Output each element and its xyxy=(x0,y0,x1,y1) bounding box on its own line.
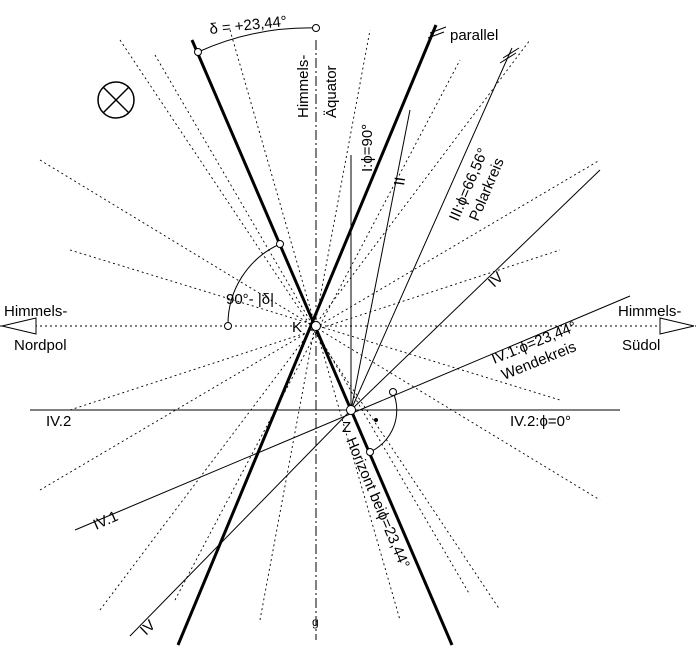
arrow-right-icon xyxy=(659,317,695,335)
k-label: K xyxy=(292,319,302,336)
himmels-aequator-label-2: Äquator xyxy=(323,65,340,118)
arcs xyxy=(197,27,398,453)
four-label: IV xyxy=(485,269,507,291)
iv-bottom-label: IV xyxy=(137,617,159,639)
angle-label: 90°- |δ| xyxy=(226,291,274,308)
phi90-label: I:ϕ=90° xyxy=(359,124,376,172)
delta-label: δ = +23,44° xyxy=(209,13,288,38)
dotted-rays-k xyxy=(0,29,696,621)
two-label: II xyxy=(391,176,409,187)
observer-symbol-icon xyxy=(97,81,135,119)
g-label: g xyxy=(312,615,319,629)
parallel-label: parallel xyxy=(450,27,498,44)
parallel-marks xyxy=(427,26,520,64)
z-label: Z xyxy=(342,419,351,436)
himmels-aequator-label-1: Himmels- xyxy=(295,55,312,118)
iv2-phi0-label: IV.2:ϕ=0° xyxy=(510,413,571,430)
thick-lines xyxy=(176,24,454,646)
nordpol-label: Nordpol xyxy=(14,337,67,354)
iv2-left-label: IV.2 xyxy=(46,413,71,430)
horizont-label: Horizont beiϕ=23,44° xyxy=(342,435,413,571)
himmels-suedpol-label-1: Himmels- xyxy=(618,303,681,320)
iv1-left-label: IV.1 xyxy=(91,508,121,534)
points xyxy=(194,24,397,456)
right-angle-dot xyxy=(374,418,378,422)
arrow-left-icon xyxy=(1,317,37,335)
himmels-nordpol-label-1: Himmels- xyxy=(4,303,67,320)
suedol-label: Südol xyxy=(622,337,660,354)
